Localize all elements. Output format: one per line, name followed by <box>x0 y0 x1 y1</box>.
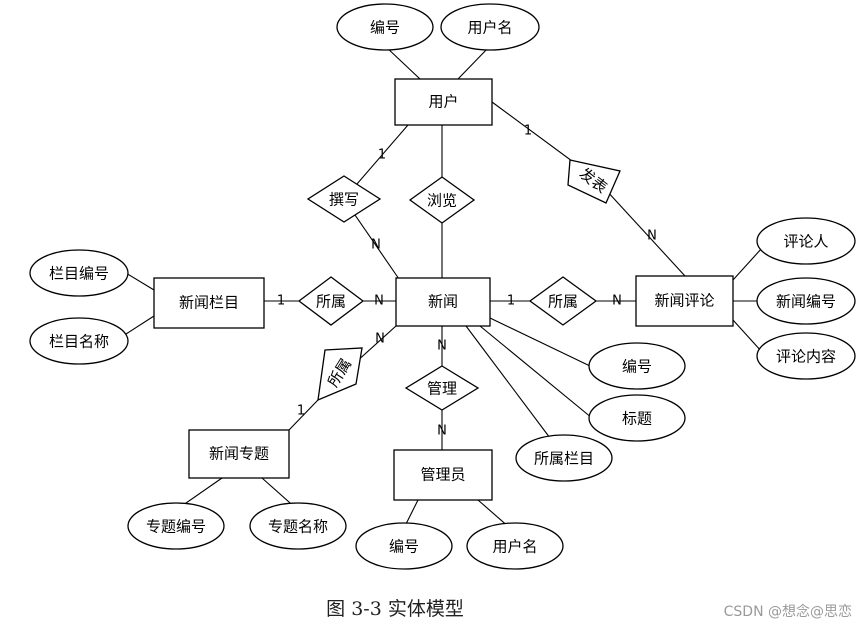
cardinality-write-user: 1 <box>378 148 386 163</box>
relationship-browse: 浏览 <box>408 176 476 224</box>
attribute-news-title: 标题 <box>588 394 686 442</box>
entity-column-label: 新闻栏目 <box>179 294 239 312</box>
attribute-topic-id-label: 专题编号 <box>146 518 206 536</box>
line-news-title <box>479 325 593 419</box>
connector-lines <box>125 45 763 529</box>
entity-news: 新闻 <box>395 277 491 327</box>
relationship-write: 撰写 <box>306 175 382 223</box>
attribute-admin-id-label: 编号 <box>389 538 419 556</box>
line-comment-content <box>732 319 763 353</box>
cardinality-comment-news: 1 <box>507 294 515 309</box>
relationship-belong-comment-label: 所属 <box>548 293 578 311</box>
attribute-column-name: 栏目名称 <box>29 317 129 365</box>
entity-admin: 管理员 <box>393 449 493 501</box>
entity-news-label: 新闻 <box>428 293 458 311</box>
cardinality-column-side: 1 <box>277 294 285 309</box>
cardinality-post-comment: N <box>647 229 657 244</box>
attribute-news-id-label: 编号 <box>622 358 652 376</box>
line-news-id <box>489 317 591 367</box>
cardinality-write-news: N <box>371 238 381 253</box>
entity-user-label: 用户 <box>428 93 458 111</box>
relationship-post: 发表 <box>567 159 621 204</box>
cardinality-manage-news: N <box>437 339 447 354</box>
relationship-browse-label: 浏览 <box>427 192 457 210</box>
attribute-admin-name: 用户名 <box>466 522 564 570</box>
cardinality-manage-admin: N <box>437 424 447 439</box>
attribute-admin-name-label: 用户名 <box>492 538 537 556</box>
relationship-manage: 管理 <box>404 365 480 411</box>
attribute-user-name: 用户名 <box>440 3 540 51</box>
attribute-column-id-label: 栏目编号 <box>49 265 109 283</box>
cardinality-post-user: 1 <box>524 124 532 139</box>
entity-topic-label: 新闻专题 <box>209 445 269 463</box>
relationship-belong-comment: 所属 <box>528 276 598 326</box>
entity-comment-label: 新闻评论 <box>654 292 714 310</box>
attribute-column-name-label: 栏目名称 <box>49 333 109 351</box>
attribute-comment-content-label: 评论内容 <box>776 348 836 366</box>
relationship-manage-label: 管理 <box>427 380 457 398</box>
attribute-admin-id: 编号 <box>355 522 453 570</box>
relationship-belong-topic: 所属 <box>317 347 363 402</box>
attribute-user-id-label: 编号 <box>370 19 400 37</box>
entity-topic: 新闻专题 <box>188 429 290 479</box>
entity-comment: 新闻评论 <box>635 275 734 327</box>
attribute-news-title-label: 标题 <box>622 410 652 428</box>
attribute-user-id: 编号 <box>336 3 434 51</box>
line-column-colname <box>125 315 155 335</box>
line-column-colid <box>125 272 155 291</box>
attribute-comment-news-id-label: 新闻编号 <box>776 293 836 311</box>
entity-user: 用户 <box>394 78 493 126</box>
attribute-news-column-label: 所属栏目 <box>534 450 594 468</box>
relationship-belong-column: 所属 <box>297 276 365 326</box>
relationship-belong-column-label: 所属 <box>316 293 346 311</box>
csdn-watermark: CSDN @想念@思恋 <box>723 604 852 620</box>
line-comment-commenter <box>732 247 763 281</box>
attribute-topic-name: 专题名称 <box>249 502 347 550</box>
attribute-comment-content: 评论内容 <box>756 332 856 380</box>
cardinality-comment-side: N <box>612 294 622 309</box>
cardinality-topic-side: 1 <box>297 404 305 419</box>
attribute-news-column: 所属栏目 <box>515 434 613 482</box>
line-user-userid <box>384 45 421 80</box>
attribute-commenter-label: 评论人 <box>783 233 828 251</box>
attribute-topic-id: 专题编号 <box>127 502 225 550</box>
line-user-username <box>457 45 491 80</box>
cardinality-topic-news: N <box>375 332 385 347</box>
attribute-news-id: 编号 <box>588 342 686 390</box>
attribute-commenter: 评论人 <box>756 217 856 265</box>
attribute-comment-news-id: 新闻编号 <box>756 277 856 325</box>
line-news-column <box>465 325 551 439</box>
relationship-write-label: 撰写 <box>329 191 359 209</box>
entity-admin-label: 管理员 <box>420 466 465 484</box>
attribute-user-name-label: 用户名 <box>467 19 512 37</box>
figure-caption: 图 3-3 实体模型 <box>326 598 464 620</box>
attribute-topic-name-label: 专题名称 <box>268 518 328 536</box>
entity-column: 新闻栏目 <box>153 277 265 329</box>
attribute-column-id: 栏目编号 <box>29 249 129 297</box>
cardinality-column-news: N <box>374 294 384 309</box>
cardinality-labels: 1 N 1 N 1 N 1 N N 1 N N <box>277 124 657 439</box>
